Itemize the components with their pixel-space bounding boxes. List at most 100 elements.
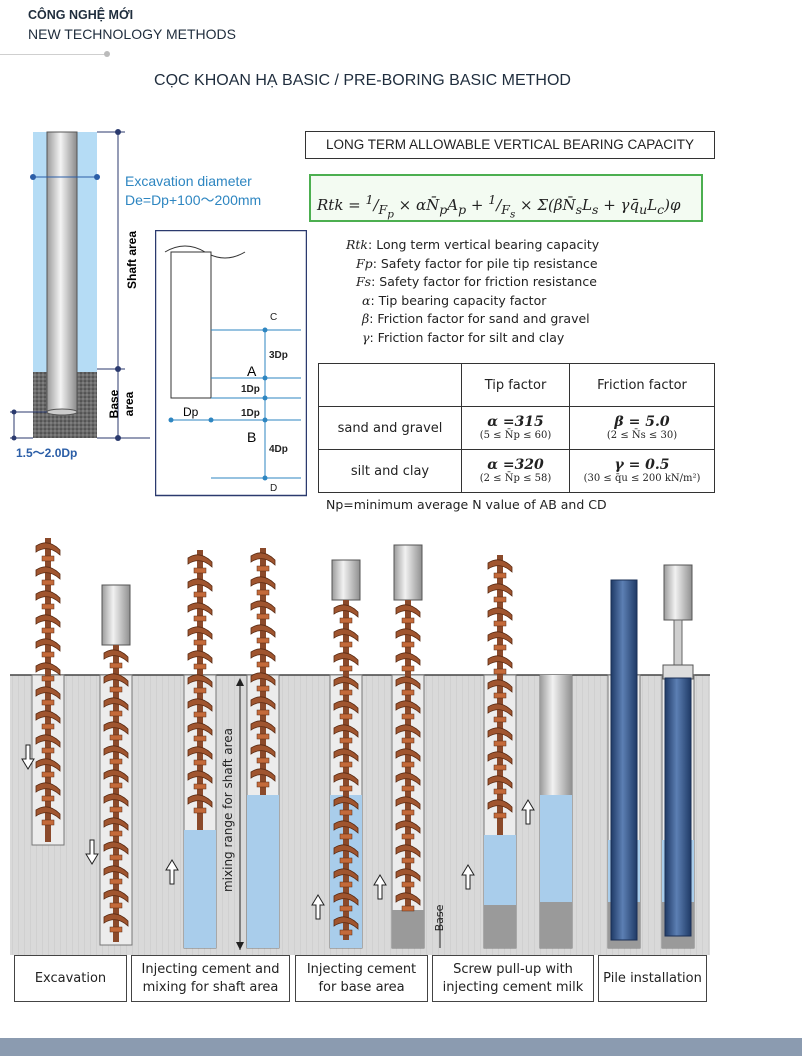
auger-knob <box>339 689 353 696</box>
auger-knob <box>256 637 270 644</box>
auger-flight <box>395 796 421 810</box>
auger-flight <box>250 744 276 758</box>
auger-flight <box>395 868 421 882</box>
auger-flight <box>333 772 359 786</box>
auger-knob <box>41 555 55 562</box>
auger-flight <box>187 770 213 784</box>
down-arrow <box>85 839 99 865</box>
auger-flight <box>395 628 421 642</box>
auger-flight <box>395 724 421 738</box>
page-title: CỌC KHOAN HẠ BASIC / PRE-BORING BASIC ME… <box>154 72 571 89</box>
tip-range: (5 ≤ N̄p ≤ 60) <box>479 429 552 441</box>
auger-knob <box>493 740 507 747</box>
auger-knob <box>109 686 123 693</box>
auger-flight <box>333 604 359 618</box>
auger-knob <box>109 782 123 789</box>
auger-knob <box>401 617 415 624</box>
rising-casing <box>540 675 572 795</box>
auger-knob <box>256 661 270 668</box>
auger-flight <box>487 631 513 645</box>
base-label: Base <box>433 904 446 931</box>
auger-knob <box>109 878 123 885</box>
auger-flight <box>103 889 129 903</box>
auger-knob <box>41 795 55 802</box>
cement-fill <box>184 830 216 948</box>
auger-knob <box>339 737 353 744</box>
auger-flight <box>487 583 513 597</box>
auger-knob <box>41 747 55 754</box>
legend-text-2: : Safety factor for friction resistance <box>371 274 597 290</box>
auger-knob <box>41 771 55 778</box>
auger-flight <box>487 703 513 717</box>
auger-flight <box>333 748 359 762</box>
auger-flight <box>250 720 276 734</box>
pile-cap <box>662 664 694 680</box>
auger-flight <box>250 696 276 710</box>
auger-flight <box>395 844 421 858</box>
auger-knob <box>401 689 415 696</box>
auger-flight <box>187 674 213 688</box>
auger-knob <box>193 639 207 646</box>
precast-pile <box>664 677 692 937</box>
precast-pile <box>610 579 638 941</box>
drive-head <box>393 544 423 601</box>
auger-knob <box>339 713 353 720</box>
auger-knob <box>401 737 415 744</box>
point-b: B <box>247 429 256 445</box>
auger-flight <box>250 576 276 590</box>
auger-knob <box>193 567 207 574</box>
soil-type: sand and gravel <box>318 406 462 450</box>
friction-range: (2 ≤ N̄s ≤ 30) <box>606 429 678 441</box>
auger-knob <box>493 620 507 627</box>
auger-knob <box>41 627 55 634</box>
base-grout <box>484 905 516 948</box>
auger-flight <box>395 892 421 906</box>
auger-knob <box>41 675 55 682</box>
auger-flight <box>103 673 129 687</box>
factor-header-0 <box>318 363 462 407</box>
table-row: sand and gravel α =315(5 ≤ N̄p ≤ 60) β =… <box>318 406 715 450</box>
auger-flight <box>395 700 421 714</box>
friction-value: γ = 0.5 <box>614 456 670 473</box>
auger-flight <box>35 638 61 652</box>
auger-flight <box>333 892 359 906</box>
auger-flight <box>395 820 421 834</box>
dim-3dp: 3Dp <box>269 350 288 361</box>
auger-knob <box>193 615 207 622</box>
auger-knob <box>256 781 270 788</box>
auger-knob <box>256 757 270 764</box>
auger-knob <box>109 662 123 669</box>
auger-knob <box>193 687 207 694</box>
stage-base-injection: Injecting cement for base area <box>295 955 428 1002</box>
auger-flight <box>103 817 129 831</box>
auger-knob <box>193 759 207 766</box>
auger-knob <box>109 806 123 813</box>
auger-knob <box>41 579 55 586</box>
soil-type: silt and clay <box>318 449 462 493</box>
auger-flight <box>487 751 513 765</box>
dp-label: Dp <box>183 405 199 419</box>
tip-detail-diagram: C 3Dp 1Dp 1Dp 4Dp D A B Dp <box>155 230 307 497</box>
auger-flight <box>103 865 129 879</box>
auger-knob <box>41 651 55 658</box>
up-arrow <box>311 894 325 920</box>
auger-flight <box>35 758 61 772</box>
base-grout <box>392 910 424 948</box>
auger-knob <box>401 905 415 912</box>
legend-sym-0: Rtk <box>346 237 369 252</box>
auger-flight <box>395 772 421 786</box>
auger-knob <box>109 926 123 933</box>
auger-knob <box>493 572 507 579</box>
header-divider <box>0 54 106 55</box>
auger-flight <box>395 748 421 762</box>
auger-flight <box>187 650 213 664</box>
auger-flight <box>395 652 421 666</box>
auger-knob <box>41 723 55 730</box>
auger-flight <box>187 578 213 592</box>
factor-header-2: Friction factor <box>569 363 715 407</box>
legend-text-3: : Tip bearing capacity factor <box>370 292 547 308</box>
auger-knob <box>339 905 353 912</box>
auger-knob <box>493 692 507 699</box>
auger-flight <box>103 649 129 663</box>
auger-knob <box>493 596 507 603</box>
